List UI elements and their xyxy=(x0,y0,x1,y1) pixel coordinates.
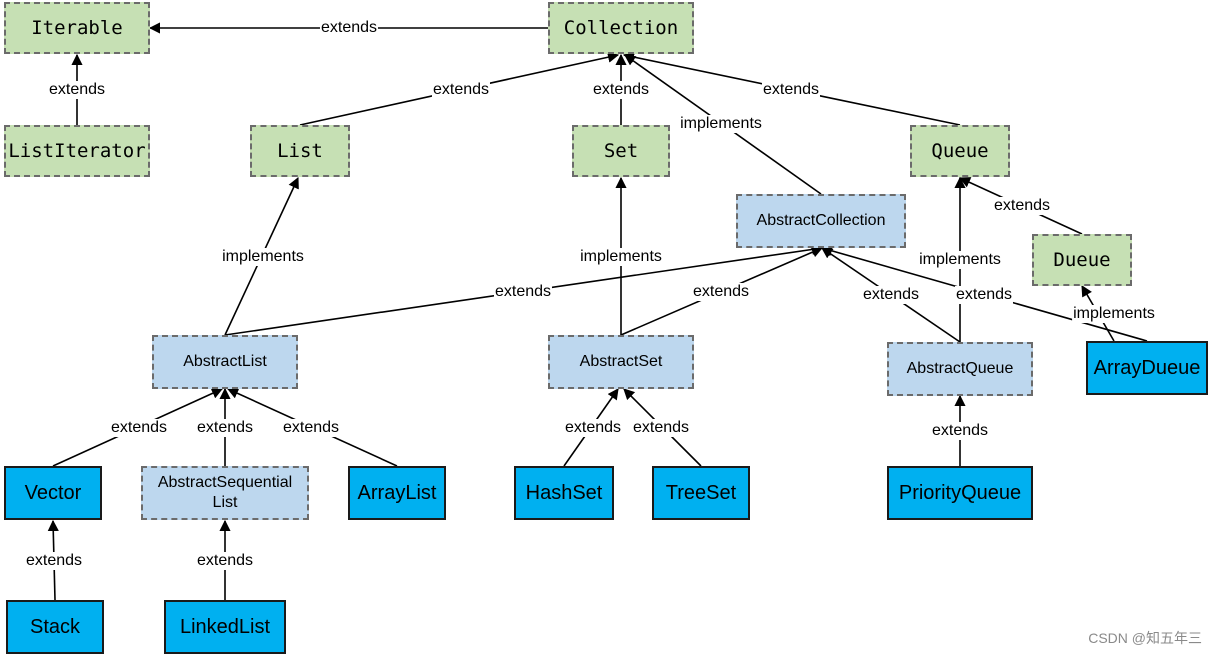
edge-label-extends: extends xyxy=(47,81,107,99)
edge-label-extends: extends xyxy=(109,419,169,437)
node-linked-list: LinkedList xyxy=(164,600,286,654)
node-abstract-queue: AbstractQueue xyxy=(887,342,1033,396)
node-abstract-set: AbstractSet xyxy=(548,335,694,389)
edge-label-extends: extends xyxy=(930,422,990,440)
edge-label-implements: implements xyxy=(579,248,663,266)
edge-label-extends: extends xyxy=(493,283,553,301)
edge-label-extends: extends xyxy=(195,419,255,437)
edge-label-implements: implements xyxy=(221,248,305,266)
node-stack: Stack xyxy=(6,600,104,654)
node-abstract-collection: AbstractCollection xyxy=(736,194,906,248)
node-array-list: ArrayList xyxy=(348,466,446,520)
edge-label-implements: implements xyxy=(1072,305,1156,323)
node-collection: Collection xyxy=(548,2,694,54)
node-list-iterator: ListIterator xyxy=(4,125,150,177)
edge-label-implements: implements xyxy=(679,115,763,133)
node-array-dueue: ArrayDueue xyxy=(1086,341,1208,395)
node-abstract-list: AbstractList xyxy=(152,335,298,389)
node-hash-set: HashSet xyxy=(514,466,614,520)
node-tree-set: TreeSet xyxy=(652,466,750,520)
edge-label-extends: extends xyxy=(954,286,1014,304)
node-priority-queue: PriorityQueue xyxy=(887,466,1033,520)
node-set: Set xyxy=(572,125,670,177)
node-iterable: Iterable xyxy=(4,2,150,54)
edge-label-extends: extends xyxy=(24,552,84,570)
edge-label-extends: extends xyxy=(281,419,341,437)
edge-label-extends: extends xyxy=(431,81,491,99)
edge-label-extends: extends xyxy=(691,283,751,301)
edge-label-extends: extends xyxy=(861,286,921,304)
edge-label-extends: extends xyxy=(563,419,623,437)
edge-label-extends: extends xyxy=(631,419,691,437)
node-queue: Queue xyxy=(910,125,1010,177)
edge-label-extends: extends xyxy=(761,81,821,99)
edge-label-extends: extends xyxy=(992,197,1052,215)
node-abstract-sequential-list: AbstractSequential List xyxy=(141,466,309,520)
edge-label-extends: extends xyxy=(319,19,379,37)
edge-label-extends: extends xyxy=(195,552,255,570)
edge-label-extends: extends xyxy=(591,81,651,99)
node-list: List xyxy=(250,125,350,177)
watermark: CSDN @知五年三 xyxy=(1088,630,1202,646)
edge-label-implements: implements xyxy=(918,251,1002,269)
node-dueue: Dueue xyxy=(1032,234,1132,286)
node-vector: Vector xyxy=(4,466,102,520)
